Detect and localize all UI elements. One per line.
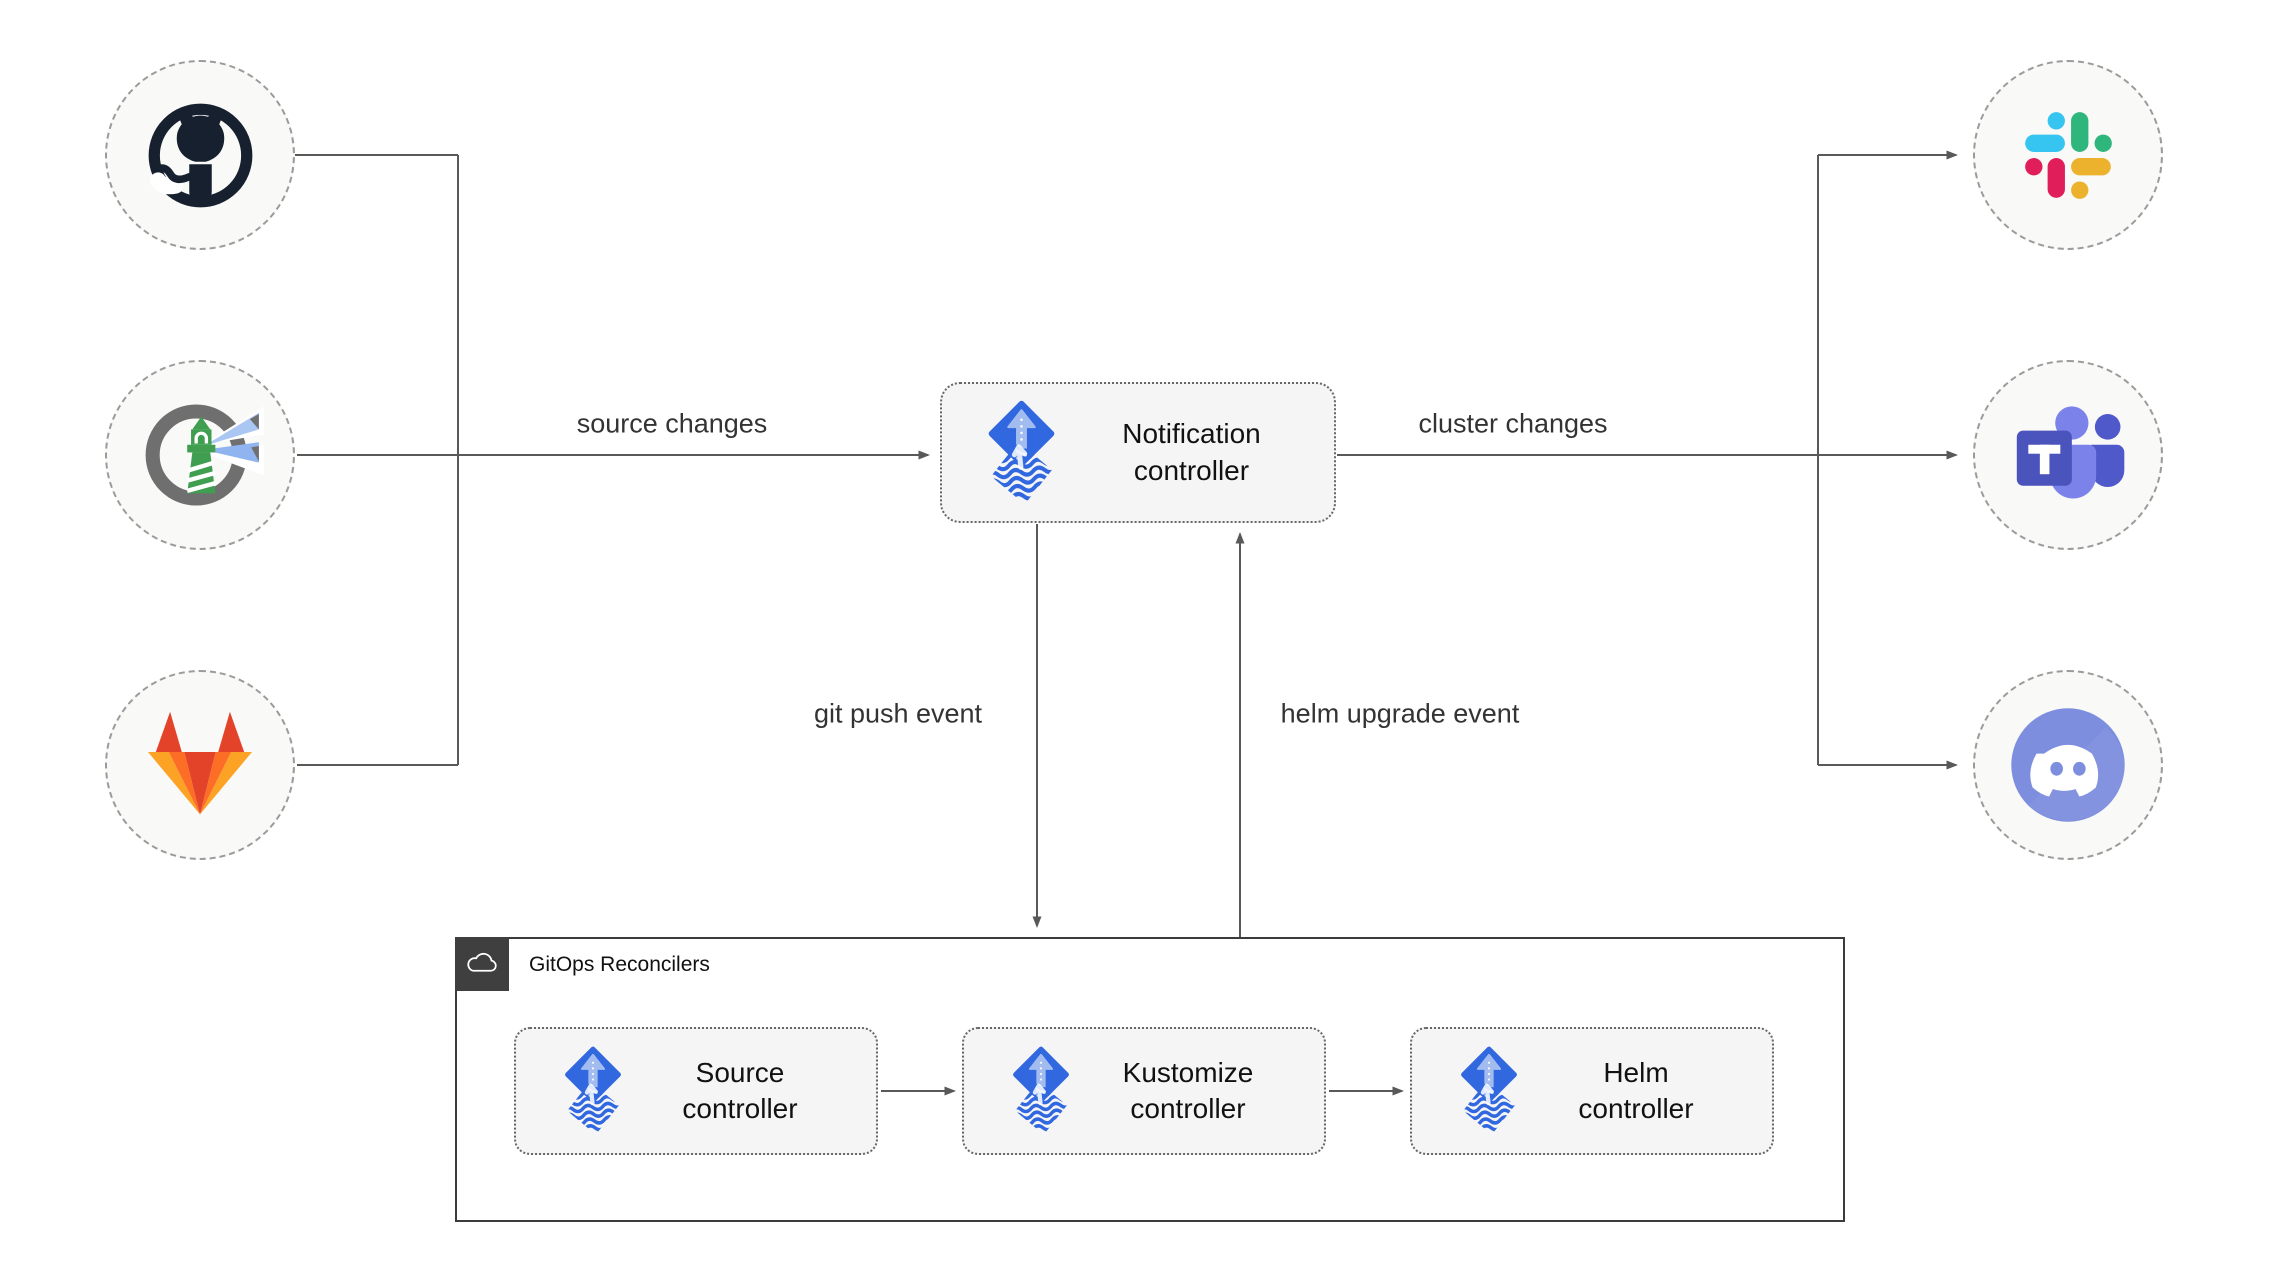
flux-icon: [1010, 1046, 1072, 1136]
edge-label-helm-upgrade-event: helm upgrade event: [1280, 698, 1520, 729]
slack-icon: [2017, 104, 2119, 206]
node-source-controller: Source controller: [514, 1027, 878, 1155]
flux-icon: [562, 1046, 624, 1136]
edge-label-cluster-changes: cluster changes: [1418, 408, 1608, 439]
microsoft-teams-icon: [2004, 391, 2132, 519]
discord-icon: [2005, 702, 2131, 828]
gitlab-icon: [135, 700, 265, 830]
node-gitlab: [105, 670, 295, 860]
node-kustomize-controller: Kustomize controller: [962, 1027, 1326, 1155]
github-icon: [138, 93, 263, 218]
cloud-icon: [465, 949, 499, 979]
node-helm-controller: Helm controller: [1410, 1027, 1774, 1155]
node-slack: [1973, 60, 2163, 250]
flux-icon: [1458, 1046, 1520, 1136]
flux-icon: [985, 400, 1058, 506]
source-controller-label: Source controller: [682, 1056, 798, 1124]
node-github: [105, 60, 295, 250]
gitops-header-square: [455, 937, 509, 991]
gitops-reconcilers-box: GitOps Reconcilers Source controller Kus…: [455, 937, 1845, 1222]
kustomize-controller-label: Kustomize controller: [1122, 1056, 1254, 1124]
node-discord: [1973, 670, 2163, 860]
node-notification-controller: Notification controller: [940, 382, 1336, 523]
edge-label-git-push-event: git push event: [813, 698, 983, 729]
harbor-icon: [136, 391, 264, 519]
node-harbor: [105, 360, 295, 550]
helm-controller-label: Helm controller: [1578, 1056, 1694, 1124]
notification-controller-label: Notification controller: [1122, 418, 1261, 486]
node-teams: [1973, 360, 2163, 550]
edge-label-source-changes: source changes: [576, 408, 768, 439]
gitops-reconcilers-title: GitOps Reconcilers: [529, 953, 710, 976]
